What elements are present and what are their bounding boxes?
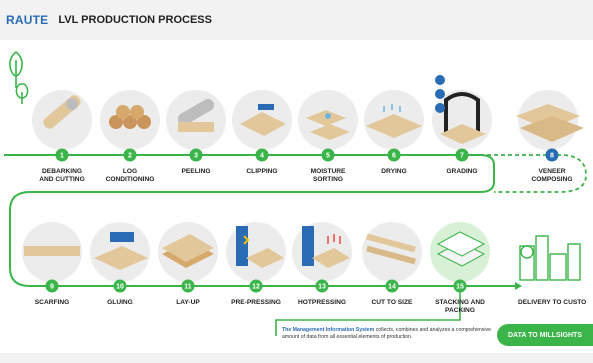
step-label-4: CLIPPING xyxy=(246,168,278,175)
step-badge-4: 4 xyxy=(255,148,269,162)
svg-text:4: 4 xyxy=(260,153,264,160)
info-text: The Management Information System collec… xyxy=(282,327,492,340)
step-badge-3: 3 xyxy=(189,148,203,162)
step-label-10: GLUING xyxy=(107,299,133,306)
step-badge-14: 14 xyxy=(385,279,399,293)
header-bar: RAUTE LVL PRODUCTION PROCESS xyxy=(0,0,593,40)
step-label-6: DRYING xyxy=(381,168,407,175)
hotpressing-illustration xyxy=(292,222,352,282)
svg-text:15: 15 xyxy=(456,284,464,291)
process-diagram: 1 2 3 4 5 6 7 8 9 10 11 12 13 14 15 DEBA… xyxy=(0,40,593,363)
composing-dashed-line xyxy=(480,154,587,193)
svg-text:3: 3 xyxy=(194,153,198,160)
delivery-arrow-icon xyxy=(515,282,522,290)
step-label-7: GRADING xyxy=(446,168,478,175)
peeling-illustration xyxy=(166,90,226,150)
step-label-11: LAY-UP xyxy=(176,299,200,306)
scarfing-illustration xyxy=(22,222,82,282)
svg-text:7: 7 xyxy=(460,153,464,160)
pre-pressing-illustration xyxy=(226,222,286,282)
step-label-9: SCARFING xyxy=(34,299,70,306)
stacking-packing-illustration xyxy=(430,222,490,282)
step-label-14: CUT TO SIZE xyxy=(371,299,413,306)
step-badge-11: 11 xyxy=(181,279,195,293)
raute-logo: RAUTE xyxy=(6,13,49,27)
moisture-sorting-illustration xyxy=(298,90,358,150)
upper-flow-line xyxy=(4,154,515,287)
row2-illustrations xyxy=(22,222,581,282)
row1-illustrations xyxy=(32,75,584,150)
lay-up-illustration xyxy=(158,222,218,282)
info-highlight: The Management Information System xyxy=(282,327,375,333)
data-to-millsights-button[interactable]: DATA TO MILLSIGHTS xyxy=(497,324,593,346)
step-badge-12: 12 xyxy=(249,279,263,293)
log-conditioning-illustration xyxy=(100,90,160,150)
step-badge-5: 5 xyxy=(321,148,335,162)
step-badge-10: 10 xyxy=(113,279,127,293)
footer-bar xyxy=(0,353,593,363)
step-badges-row1: 1 2 3 4 5 6 7 8 xyxy=(55,148,559,162)
delivery-label: DELIVERY TO CUSTO xyxy=(518,299,587,306)
svg-text:12: 12 xyxy=(252,284,260,291)
svg-text:5: 5 xyxy=(326,153,330,160)
drying-illustration xyxy=(364,90,424,150)
step-label-12: PRE-PRESSING xyxy=(231,299,281,306)
step-badge-13: 13 xyxy=(315,279,329,293)
step-badge-2: 2 xyxy=(123,148,137,162)
step-badges-row2: 9 10 11 12 13 14 15 xyxy=(45,279,467,293)
svg-text:14: 14 xyxy=(388,284,396,291)
step-badge-6: 6 xyxy=(387,148,401,162)
step-badge-8: 8 xyxy=(545,148,559,162)
city-skyline-icon xyxy=(519,235,581,281)
svg-text:11: 11 xyxy=(184,284,192,291)
info-body: collects, combines and analyzes a compre… xyxy=(282,327,492,340)
svg-text:1: 1 xyxy=(60,153,64,160)
step-label-3: PEELING xyxy=(181,168,211,175)
step-badge-7: 7 xyxy=(455,148,469,162)
cut-to-size-illustration xyxy=(362,222,422,282)
page-title: LVL PRODUCTION PROCESS xyxy=(58,14,212,26)
debarking-illustration xyxy=(32,90,92,150)
gluing-illustration xyxy=(90,222,150,282)
step-badge-1: 1 xyxy=(55,148,69,162)
step-badge-9: 9 xyxy=(45,279,59,293)
svg-text:13: 13 xyxy=(318,284,326,291)
grading-sensor-icons xyxy=(435,75,445,113)
clipping-illustration xyxy=(232,90,292,150)
veneer-composing-illustration xyxy=(516,90,584,150)
svg-text:10: 10 xyxy=(116,284,124,291)
step-badge-15: 15 xyxy=(453,279,467,293)
process-flow-svg: 1 2 3 4 5 6 7 8 9 10 11 12 13 14 15 xyxy=(4,50,587,336)
svg-text:9: 9 xyxy=(50,284,54,291)
info-connector-line xyxy=(275,292,461,336)
grading-illustration xyxy=(432,90,492,150)
svg-text:8: 8 xyxy=(550,153,554,160)
svg-text:6: 6 xyxy=(392,153,396,160)
svg-text:2: 2 xyxy=(128,153,132,160)
step-label-13: HOTPRESSING xyxy=(298,299,346,306)
tree-icon xyxy=(9,50,29,104)
